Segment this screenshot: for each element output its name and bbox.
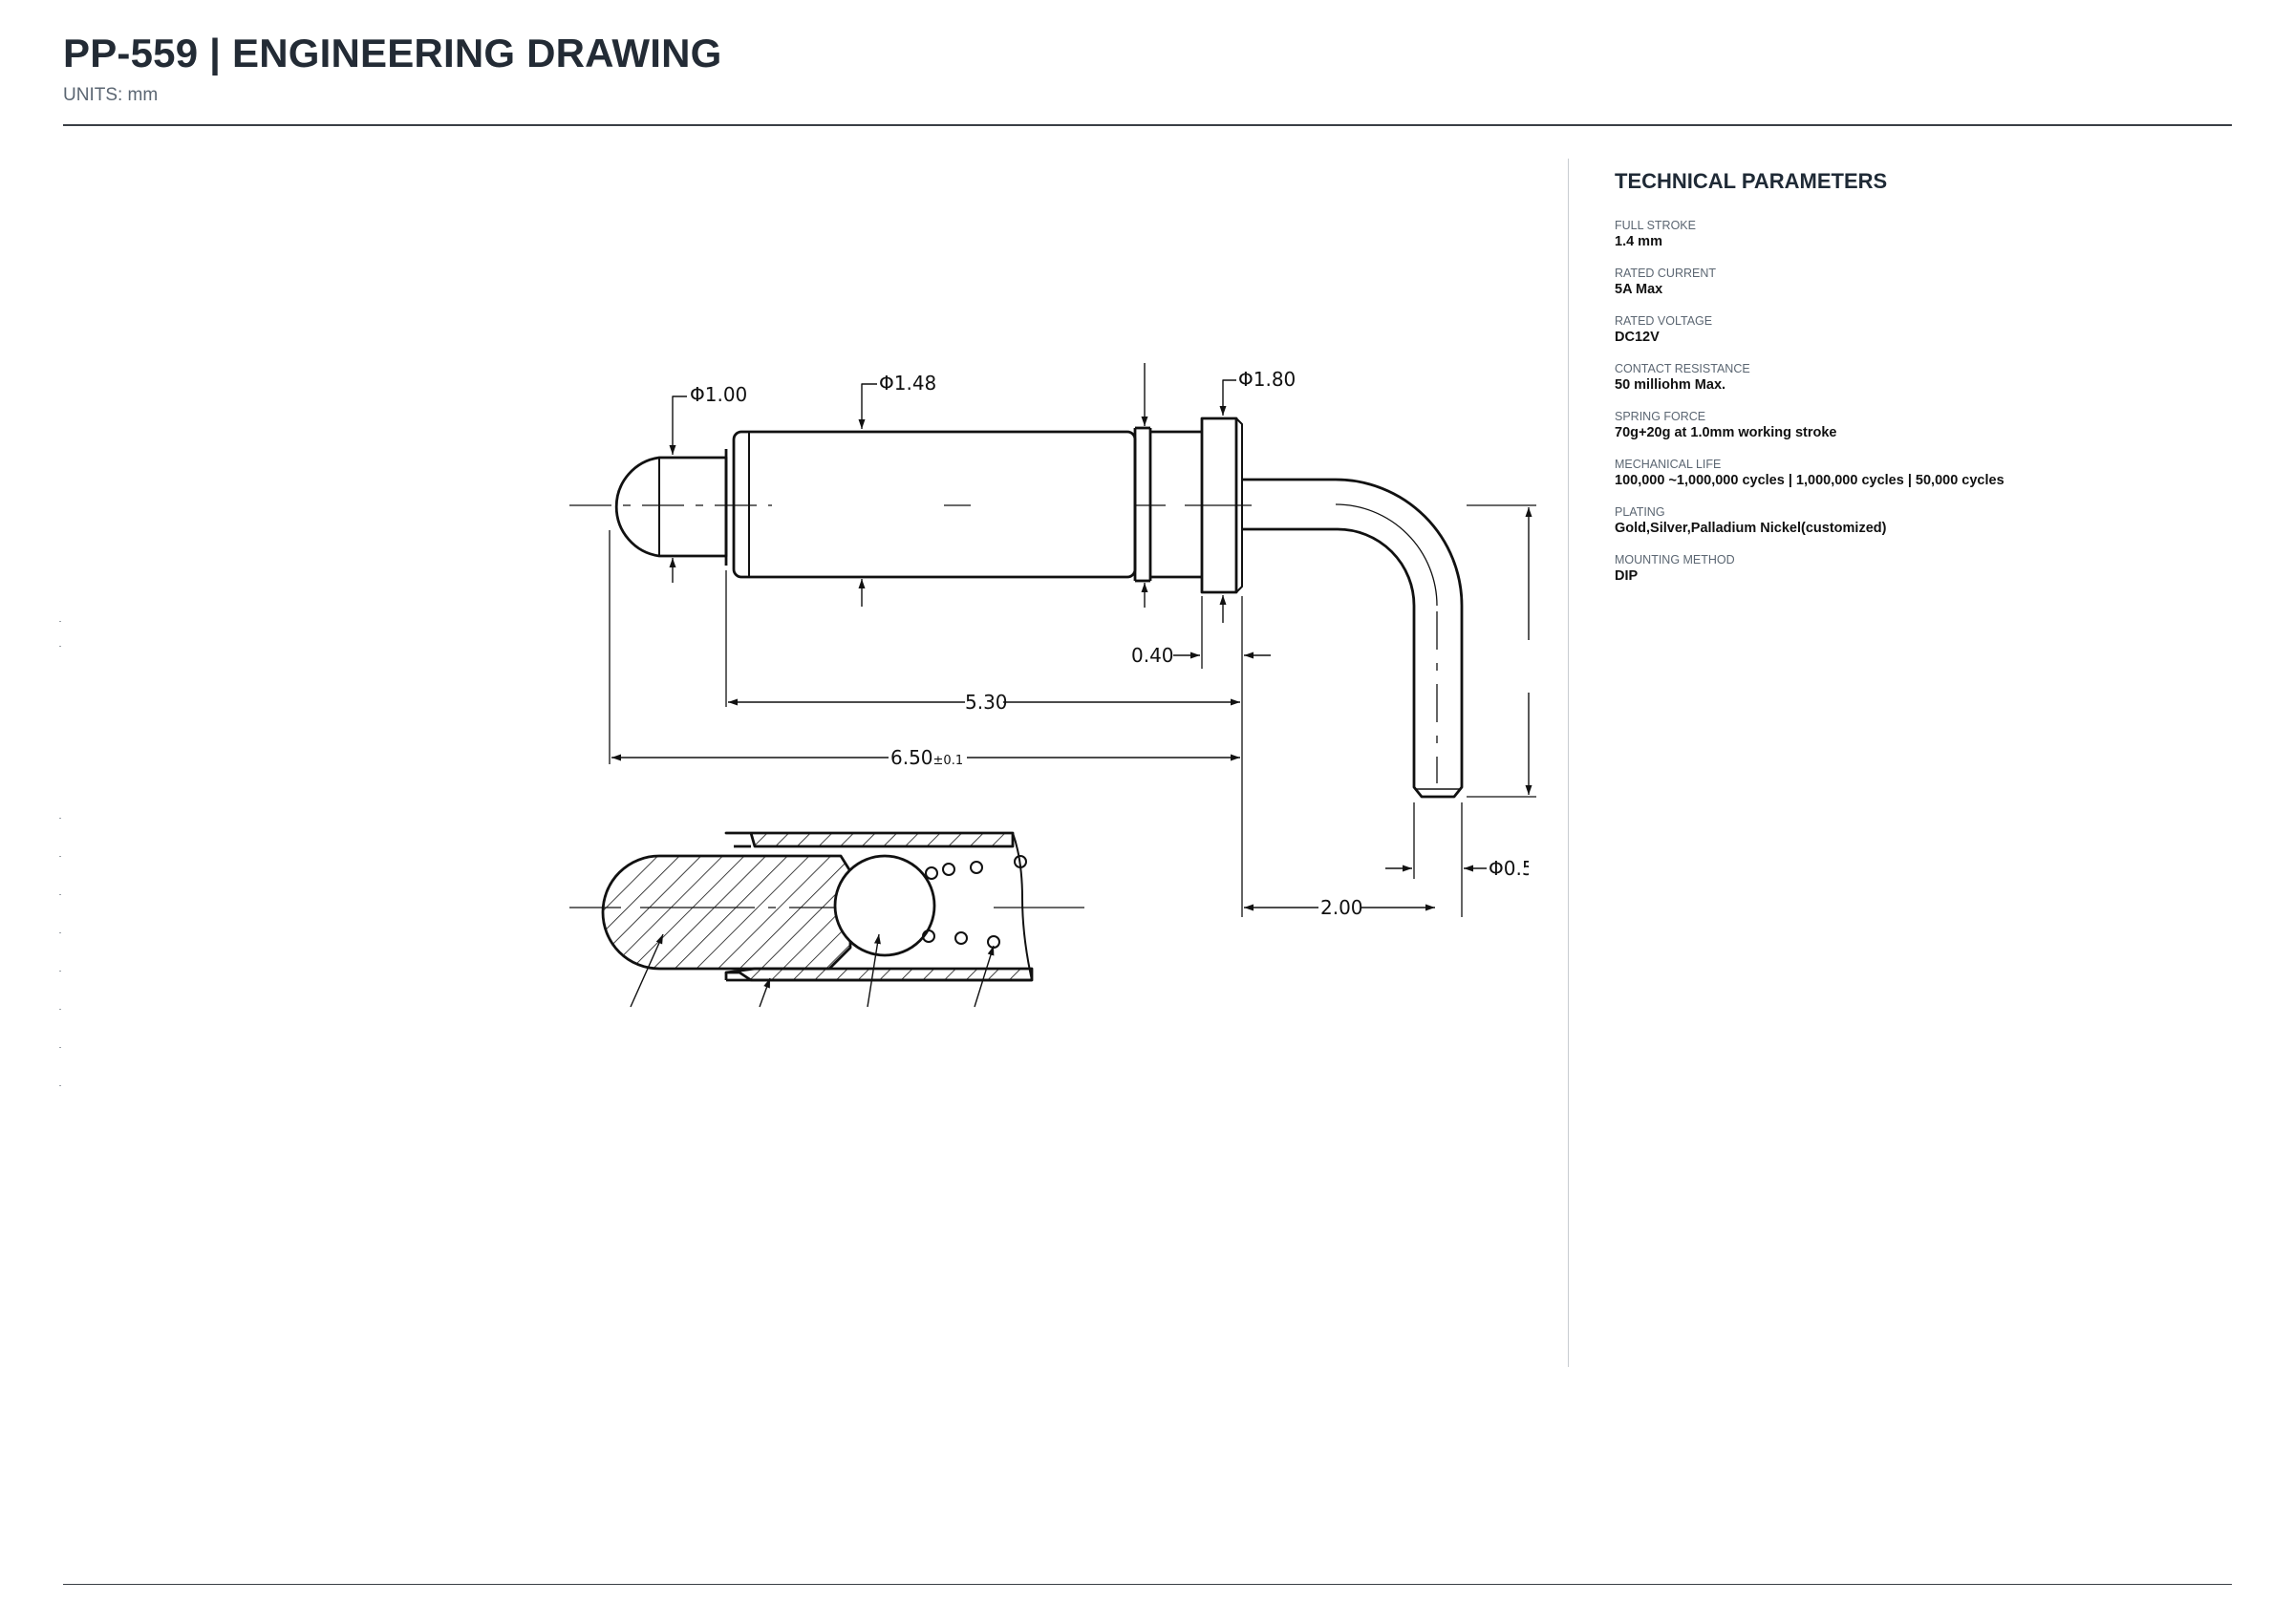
barrel-body [732, 430, 1137, 579]
ball [833, 854, 936, 957]
plunger-tip [614, 456, 728, 558]
dim-3-00: 3.00 [1532, 646, 1554, 689]
header-rule [63, 124, 2232, 126]
pin-side-view [614, 417, 1464, 799]
parameter-value: DIP [1615, 568, 1639, 584]
parameter-row: RATED VOLTAGE DC12V [1615, 313, 2264, 347]
parameter-row: FULL STROKE 1.4 mm [1615, 218, 2264, 251]
footer-rule [63, 1584, 2232, 1585]
dimension-arrows [611, 363, 1532, 911]
parameter-row: RATED CURRENT 5A Max [1615, 266, 2264, 299]
parameter-row: MOUNTING METHOD DIP [1615, 552, 2264, 586]
parameter-value: Gold,Silver,Palladium Nickel(customized) [1615, 521, 1887, 536]
section-plunger [601, 854, 852, 971]
page-header: PP-559 | ENGINEERING DRAWING UNITS: mm [63, 29, 2232, 107]
dim-0-40: 0.40 [1131, 644, 1174, 667]
parameter-label: RATED CURRENT [1615, 267, 1717, 280]
parameter-value: DC12V [1615, 330, 1660, 345]
panel-divider [1568, 159, 1569, 1367]
parameter-row: CONTACT RESISTANCE 50 milliohm Max. [1615, 361, 2264, 395]
page-title: PP-559 | ENGINEERING DRAWING [63, 31, 722, 75]
parameter-label: SPRING FORCE [1615, 410, 1706, 423]
units-label: UNITS: mm [63, 85, 159, 105]
parameter-value: 5A Max [1615, 282, 1663, 297]
cross-section-view [601, 831, 1034, 982]
parameter-value: 70g+20g at 1.0mm working stroke [1615, 425, 1837, 440]
parameter-row: MECHANICAL LIFE 100,000 ~1,000,000 cycles… [1615, 457, 2264, 490]
shell-top [724, 831, 1015, 848]
dim-6-50: 6.50±0.1 [890, 746, 963, 769]
parameter-label: MOUNTING METHOD [1615, 553, 1735, 566]
dim-5-30: 5.30 [965, 691, 1008, 714]
parameter-value: 1.4 mm [1615, 234, 1662, 249]
parameter-label: RATED VOLTAGE [1615, 314, 1713, 328]
section-leaders [630, 933, 995, 1008]
dim-dia-1-00: Φ1.00 [690, 383, 747, 406]
parameter-row: PLATING Gold,Silver,Palladium Nickel(cust… [1615, 504, 2264, 538]
dim-dia-0-5: Φ0.5 [1489, 857, 1534, 880]
dim-dia-1-80: Φ1.80 [1238, 368, 1296, 391]
parameter-label: MECHANICAL LIFE [1615, 458, 1722, 471]
parameter-label: CONTACT RESISTANCE [1615, 362, 1750, 375]
parameter-value: 50 milliohm Max. [1615, 377, 1726, 393]
extension-lines [609, 504, 1536, 917]
bent-tail [1242, 478, 1464, 799]
dim-2-00: 2.00 [1320, 896, 1363, 919]
parameter-label: FULL STROKE [1615, 219, 1696, 232]
parameter-label: PLATING [1615, 505, 1665, 519]
parameter-row: SPRING FORCE 70g+20g at 1.0mm working str… [1615, 409, 2264, 442]
dim-dia-1-48: Φ1.48 [879, 372, 936, 395]
parameters-title: TECHNICAL PARAMETERS [1615, 169, 1888, 193]
parameter-value: 100,000 ~1,000,000 cycles | 1,000,000 cy… [1615, 473, 2004, 488]
technical-parameters-panel: TECHNICAL PARAMETERS FULL STROKE 1.4 mm RA… [1615, 162, 2264, 600]
